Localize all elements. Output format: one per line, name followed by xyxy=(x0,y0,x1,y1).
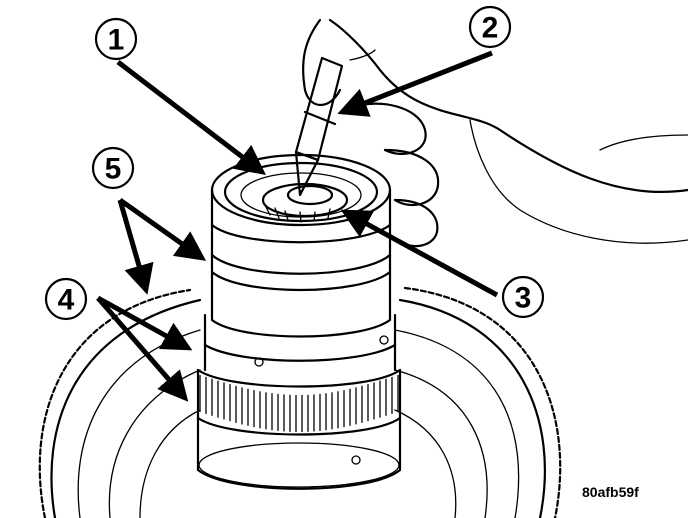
arrow-2 xyxy=(337,50,493,117)
callout-4-number: 4 xyxy=(58,284,75,317)
callout-5-number: 5 xyxy=(105,153,122,186)
arrow-5b xyxy=(117,199,154,295)
callout-3: 3 xyxy=(501,275,545,319)
arrow-4a xyxy=(96,295,193,351)
clutch-hub-assembly xyxy=(196,153,402,490)
callout-2: 2 xyxy=(468,5,512,49)
arrow-1 xyxy=(116,60,266,176)
hand-with-pick-tool xyxy=(294,18,688,248)
callout-4: 4 xyxy=(44,277,88,321)
arrow-4b xyxy=(96,296,189,402)
callout-3-number: 3 xyxy=(515,282,532,315)
callout-5: 5 xyxy=(91,146,135,190)
arrow-5a xyxy=(118,197,207,261)
callout-1-number: 1 xyxy=(108,24,125,57)
spline-teeth xyxy=(199,375,399,432)
callout-2-number: 2 xyxy=(482,12,499,45)
outer-gear-ring xyxy=(38,286,562,518)
arrow-3 xyxy=(340,209,499,298)
figure-id-label: 80afb59f xyxy=(582,484,639,500)
callout-1: 1 xyxy=(94,17,138,61)
leader-arrows xyxy=(96,50,499,402)
